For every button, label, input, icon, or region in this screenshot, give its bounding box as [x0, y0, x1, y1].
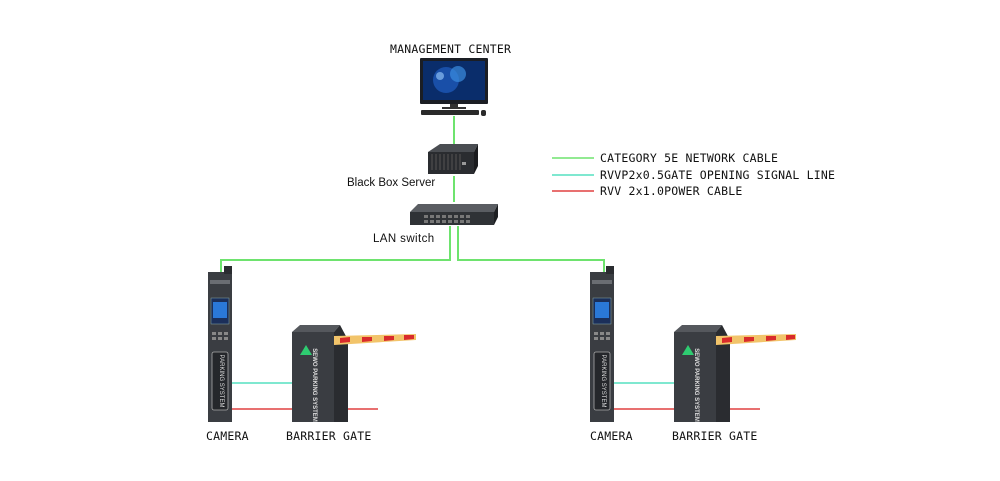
legend-label-power: RVV 2x1.0POWER CABLE [600, 184, 743, 198]
legend-label-network: CATEGORY 5E NETWORK CABLE [600, 151, 779, 165]
camera-right-label: CAMERA [590, 429, 633, 443]
kiosk-right-text: PARKING SYSTEM [600, 355, 606, 408]
barrier-left-label: BARRIER GATE [286, 429, 372, 443]
switch-icon [410, 204, 498, 225]
switch-label: LAN switch [373, 233, 435, 245]
barrier-left-icon: SEWO PARKING SYSTEM [292, 325, 416, 422]
server-icon [428, 144, 478, 174]
network-cables [220, 116, 605, 272]
camera-left-label: CAMERA [206, 429, 249, 443]
barrier-right-text: SEWO PARKING SYSTEM [693, 348, 699, 422]
kiosk-left-icon: PARKING SYSTEM [208, 266, 232, 422]
cable-switch-right-kiosk [457, 226, 605, 272]
kiosk-right-icon: PARKING SYSTEM [590, 266, 614, 422]
barrier-right-arrow-icon [682, 345, 694, 355]
server-label: Black Box Server [347, 177, 436, 189]
kiosk-left-text: PARKING SYSTEM [218, 355, 224, 408]
legend-label-signal: RVVP2x0.5GATE OPENING SIGNAL LINE [600, 168, 836, 182]
barrier-right-icon: SEWO PARKING SYSTEM [674, 325, 796, 422]
computer-icon [420, 58, 488, 116]
barrier-left-text: SEWO PARKING SYSTEM [311, 348, 317, 422]
legend-lines [552, 157, 594, 192]
management-center-label: MANAGEMENT CENTER [390, 42, 512, 56]
cable-switch-left-kiosk [220, 226, 451, 272]
barrier-right-label: BARRIER GATE [672, 429, 758, 443]
barrier-left-arrow-icon [300, 345, 312, 355]
